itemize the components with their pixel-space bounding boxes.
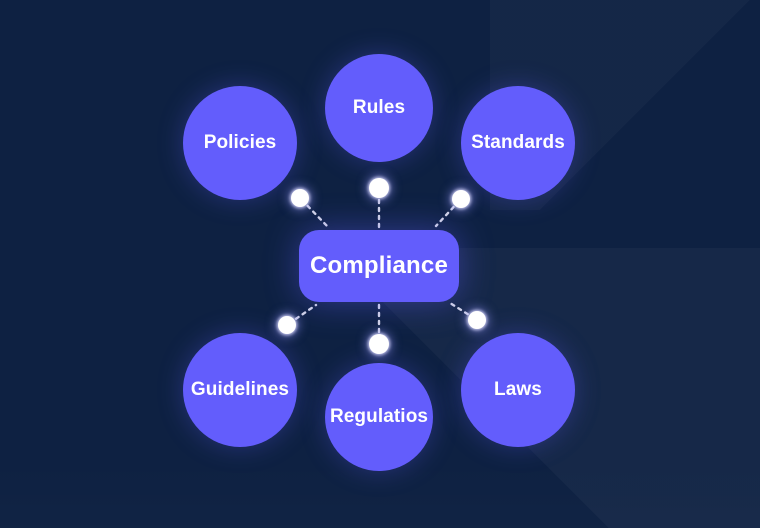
- node-label: Rules: [352, 96, 406, 118]
- connector-dot-standards: [452, 190, 470, 208]
- node-label: Regulatios: [329, 405, 429, 427]
- node-circle-standards[interactable]: Standards: [461, 86, 575, 200]
- connector-dot-rules: [369, 178, 389, 198]
- connector-dot-guidelines: [278, 316, 296, 334]
- connector-dot-policies: [291, 189, 309, 207]
- connector-dot-regulatios: [369, 334, 389, 354]
- node-label: Laws: [494, 378, 542, 400]
- hub-node-compliance[interactable]: Compliance: [299, 230, 459, 302]
- hub-label: Compliance: [309, 252, 449, 279]
- node-circle-regulatios[interactable]: Regulatios: [325, 363, 433, 471]
- node-circle-laws[interactable]: Laws: [461, 333, 575, 447]
- connector-line-standards: [434, 205, 455, 228]
- node-label: Standards: [471, 131, 565, 153]
- connector-line-policies: [306, 204, 329, 228]
- connector-line-laws: [448, 301, 469, 316]
- node-label: Guidelines: [190, 378, 290, 400]
- node-circle-guidelines[interactable]: Guidelines: [183, 333, 297, 447]
- node-circle-rules[interactable]: Rules: [325, 54, 433, 162]
- connector-line-guidelines: [294, 303, 318, 320]
- node-circle-policies[interactable]: Policies: [183, 86, 297, 200]
- node-label: Policies: [203, 131, 277, 153]
- connector-dot-laws: [468, 311, 486, 329]
